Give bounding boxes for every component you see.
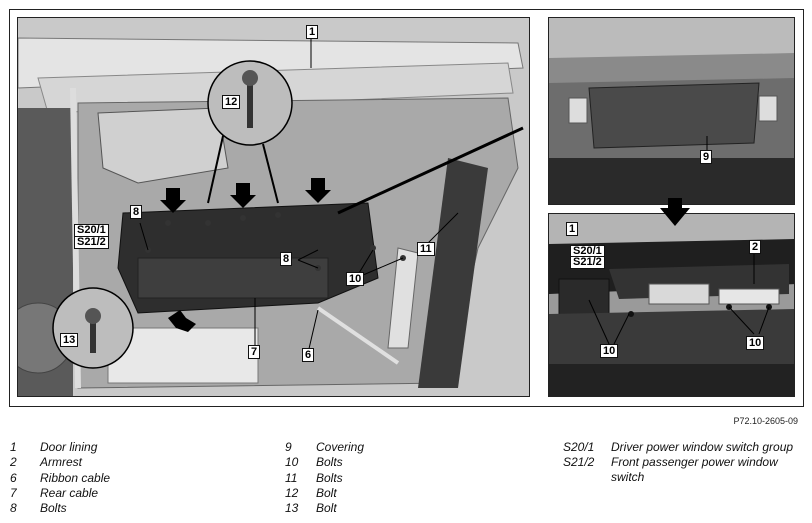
legend-text: Ribbon cable [40, 470, 111, 485]
legend-key: 13 [285, 501, 299, 516]
legend-item: 9 Covering [285, 440, 545, 455]
legend-key: S20/1 [563, 440, 595, 454]
callout-7: 7 [248, 345, 261, 359]
legend-text: Door lining [40, 440, 98, 454]
legend-text: Armrest [40, 455, 82, 470]
legend-item: 11 Bolts [285, 471, 545, 486]
callout-13: 13 [60, 333, 79, 347]
legend-item: 2 Armrest [10, 455, 270, 470]
callout-10-detail-right: 10 [746, 336, 765, 350]
legend-key: 11 [285, 470, 298, 485]
callout-s21-2-detail: S21/2 [570, 256, 605, 269]
legend-item: S21/2 Front passenger power window switch [563, 455, 808, 487]
callout-8-left: 8 [130, 205, 143, 219]
main-door-photo [17, 17, 530, 397]
legend-text: Bolt [316, 501, 337, 516]
legend-column-1: 1 Door lining 2 Armrest 6 Ribbon cable 7 Rea… [10, 440, 270, 516]
legend-key: 2 [10, 455, 17, 470]
legend-text: Bolts [40, 501, 67, 516]
legend-item: S20/1 Driver power window switch group [563, 440, 808, 455]
legend-item: 6 Ribbon cable [10, 471, 270, 486]
legend-column-3: S20/1 Driver power window switch group S2… [563, 440, 808, 487]
callout-1-detail: 1 [566, 222, 579, 236]
legend-key: S21/2 [563, 455, 595, 470]
callout-10-detail-left: 10 [600, 344, 619, 358]
door-illustration [18, 18, 529, 396]
down-arrow-icon [660, 198, 690, 226]
callout-s21-2-main: S21/2 [74, 236, 109, 249]
callout-10-main: 10 [346, 272, 365, 286]
callout-2-detail: 2 [749, 240, 762, 254]
callout-1-main: 1 [306, 25, 319, 39]
legend-key: 7 [10, 485, 17, 500]
callout-12: 12 [222, 95, 241, 109]
legend-text: Bolts [316, 455, 343, 470]
legend-text: Driver power window switch group [611, 440, 794, 454]
legend-text: Front passenger power window switch [611, 455, 778, 485]
legend-key: 1 [10, 440, 17, 454]
figure-id-label: P72.10-2605-09 [733, 416, 798, 426]
callout-11: 11 [417, 242, 435, 256]
covering-detail-photo [548, 17, 795, 205]
legend-key: 8 [10, 501, 17, 516]
callout-8-mid: 8 [280, 252, 293, 266]
legend-item: 8 Bolts [10, 501, 270, 516]
legend-text: Bolts [316, 470, 343, 485]
legend-key: 6 [10, 470, 17, 485]
legend-item: 10 Bolts [285, 455, 545, 470]
legend-item: 12 Bolt [285, 486, 545, 501]
legend-text: Rear cable [40, 485, 99, 500]
legend-key: 12 [285, 485, 299, 500]
covering-illustration [549, 18, 794, 204]
legend-key: 9 [285, 440, 292, 454]
legend-text: Bolt [316, 485, 337, 500]
callout-9: 9 [700, 150, 713, 164]
callout-6: 6 [302, 348, 315, 362]
legend-item: 1 Door lining [10, 440, 270, 455]
legend-key: 10 [285, 455, 299, 470]
legend-text: Covering [316, 440, 365, 454]
legend-item: 7 Rear cable [10, 486, 270, 501]
legend-item: 13 Bolt [285, 501, 545, 516]
